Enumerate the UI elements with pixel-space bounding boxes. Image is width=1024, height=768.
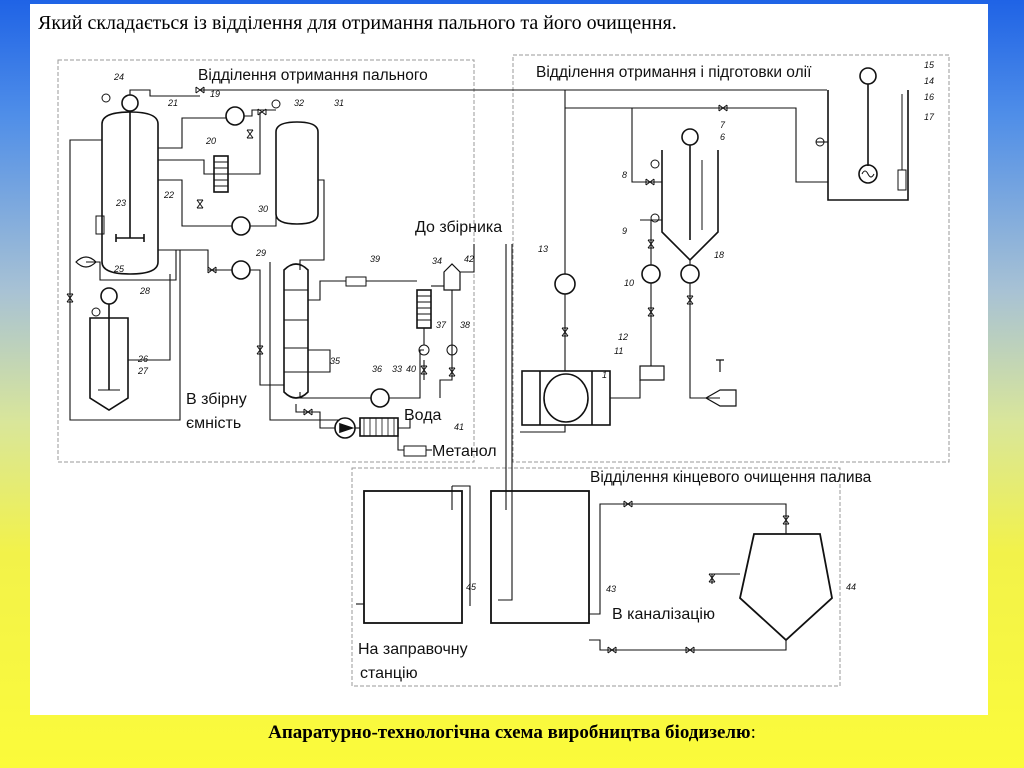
pump-10 bbox=[641, 264, 661, 284]
separator-44 bbox=[739, 533, 833, 642]
caption-colon: : bbox=[750, 722, 756, 743]
num-45: 45 bbox=[466, 582, 477, 592]
num-29: 29 bbox=[255, 248, 266, 258]
num-25: 25 bbox=[113, 264, 125, 274]
num-20: 20 bbox=[205, 136, 216, 146]
num-19: 19 bbox=[210, 89, 220, 99]
discharge-arrow bbox=[704, 389, 737, 407]
num-28: 28 bbox=[139, 286, 150, 296]
tank-43 bbox=[490, 490, 590, 624]
num-10: 10 bbox=[624, 278, 634, 288]
unit-12 bbox=[639, 365, 665, 381]
final-section-title: Відділення кінцевого очищення палива bbox=[590, 469, 872, 486]
sensor-38 bbox=[446, 344, 458, 356]
tank-45 bbox=[363, 490, 463, 624]
sensor-17 bbox=[897, 169, 907, 191]
slide-title: Який складається із відділення для отрим… bbox=[38, 12, 677, 34]
fuel-piping bbox=[69, 89, 827, 451]
gauge-9 bbox=[650, 213, 660, 223]
valve bbox=[246, 129, 254, 139]
tank-14 bbox=[827, 90, 909, 201]
gauge-8 bbox=[650, 159, 660, 169]
num-38: 38 bbox=[460, 320, 470, 330]
num-9: 9 bbox=[622, 226, 627, 236]
fitting-14 bbox=[815, 137, 825, 147]
heat-exchanger-40 bbox=[359, 417, 399, 437]
num-14: 14 bbox=[924, 76, 934, 86]
pump-30 bbox=[231, 216, 251, 236]
reactor-26 bbox=[89, 287, 129, 411]
num-21: 21 bbox=[167, 98, 178, 108]
pump-18 bbox=[680, 264, 700, 284]
water-label: Вода bbox=[404, 407, 442, 424]
num-37: 37 bbox=[436, 320, 447, 330]
trap-42 bbox=[443, 263, 461, 291]
num-27: 27 bbox=[137, 366, 149, 376]
reactor-21 bbox=[95, 94, 159, 275]
caption-text: Апаратурно-технологічна схема виробництв… bbox=[268, 722, 751, 743]
flowmeter-41 bbox=[403, 445, 427, 457]
filling-label-line2: станцію bbox=[360, 665, 418, 682]
section-frames bbox=[57, 54, 950, 687]
num-24: 24 bbox=[113, 72, 124, 82]
num-36: 36 bbox=[372, 364, 382, 374]
num-17: 17 bbox=[924, 112, 935, 122]
pump-33 bbox=[370, 388, 390, 408]
num-41: 41 bbox=[454, 422, 464, 432]
oil-piping bbox=[498, 90, 828, 601]
fuel-section-title: Відділення отримання пального bbox=[198, 67, 428, 84]
num-39: 39 bbox=[370, 254, 380, 264]
equipment-numbers: 24 21 19 32 31 20 22 23 30 29 25 28 26 2… bbox=[113, 60, 935, 594]
oil-section-title: Відділення отримання і підготовки олії bbox=[536, 64, 812, 81]
sewer-label: В каналізацію bbox=[612, 606, 715, 623]
gauge-32 bbox=[271, 99, 281, 109]
num-42: 42 bbox=[464, 254, 474, 264]
num-7: 7 bbox=[720, 120, 726, 130]
final-piping bbox=[356, 244, 787, 651]
oil-section-frame bbox=[512, 54, 950, 463]
to-collector-label: До збірника bbox=[415, 219, 502, 236]
num-26: 26 bbox=[137, 354, 148, 364]
num-22: 22 bbox=[163, 190, 174, 200]
final-section-frame bbox=[351, 467, 841, 687]
num-6: 6 bbox=[720, 132, 725, 142]
num-35: 35 bbox=[330, 356, 341, 366]
num-40: 40 bbox=[406, 364, 416, 374]
num-15: 15 bbox=[924, 60, 935, 70]
to-tank-label-line1: В збірну bbox=[186, 391, 247, 408]
num-12: 12 bbox=[618, 332, 628, 342]
press-1 bbox=[521, 370, 611, 426]
sensor-37 bbox=[418, 344, 430, 356]
num-31: 31 bbox=[334, 98, 344, 108]
flowmeter-39 bbox=[345, 276, 367, 287]
num-1: 1 bbox=[602, 370, 607, 380]
gauge-28 bbox=[91, 307, 101, 317]
pump-29 bbox=[231, 260, 251, 280]
num-16: 16 bbox=[924, 92, 934, 102]
pump-19 bbox=[225, 106, 245, 126]
num-34: 34 bbox=[432, 256, 442, 266]
slide-caption: Апаратурно-технологічна схема виробництв… bbox=[0, 722, 1024, 744]
num-43: 43 bbox=[606, 584, 616, 594]
num-30: 30 bbox=[258, 204, 268, 214]
num-33: 33 bbox=[392, 364, 402, 374]
pump-13 bbox=[554, 273, 576, 295]
tank-31 bbox=[275, 121, 319, 225]
column-35 bbox=[283, 263, 309, 399]
num-13: 13 bbox=[538, 244, 548, 254]
num-11: 11 bbox=[614, 346, 623, 356]
gauge-24 bbox=[101, 93, 111, 103]
filling-label-line1: На заправочну bbox=[358, 641, 468, 658]
num-23: 23 bbox=[115, 198, 126, 208]
num-8: 8 bbox=[622, 170, 627, 180]
num-44: 44 bbox=[846, 582, 856, 592]
num-18: 18 bbox=[714, 250, 724, 260]
to-tank-label-line2: ємність bbox=[186, 415, 241, 432]
valve bbox=[196, 199, 204, 209]
num-32: 32 bbox=[294, 98, 304, 108]
fuel-section-frame bbox=[57, 59, 475, 463]
methanol-label: Метанол bbox=[432, 443, 497, 460]
heater-16 bbox=[858, 164, 878, 184]
